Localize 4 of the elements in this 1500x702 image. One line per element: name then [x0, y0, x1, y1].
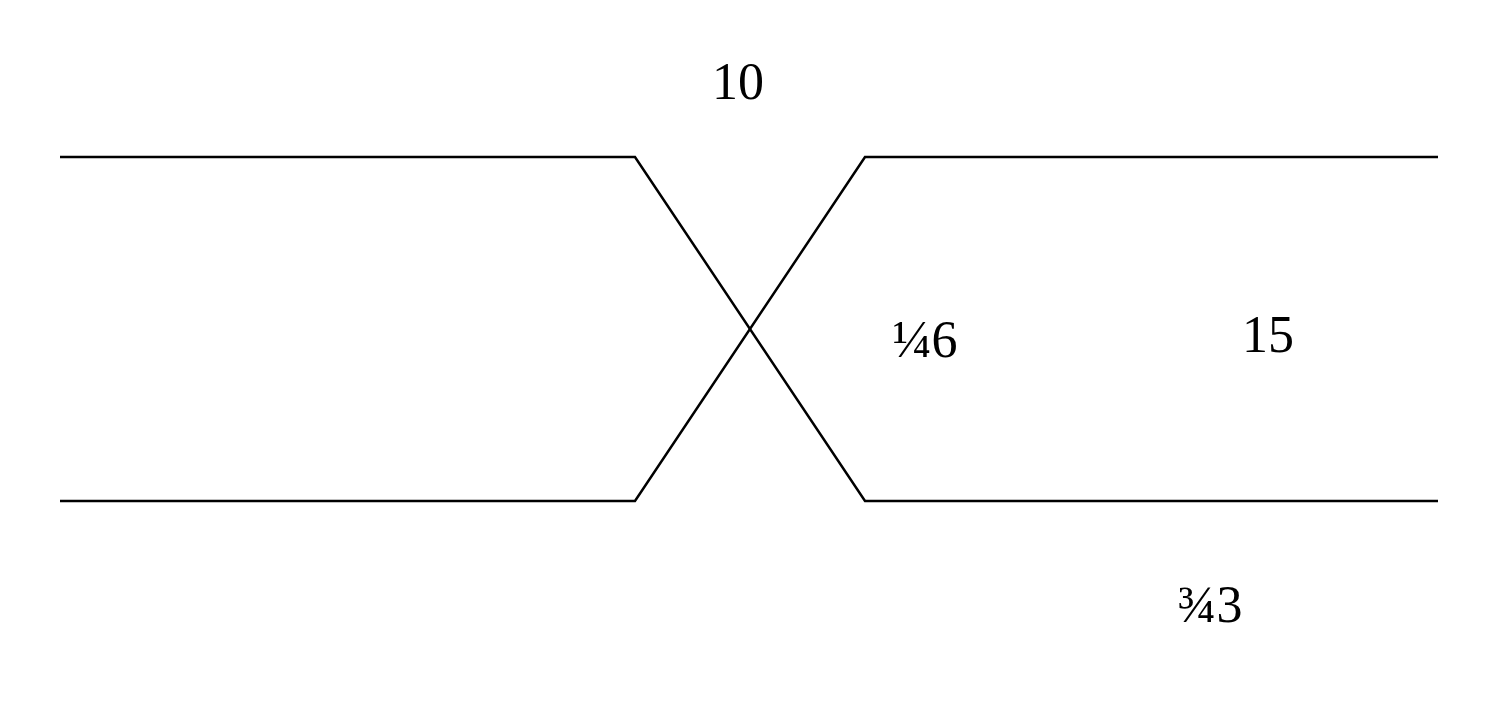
value-label: 15	[1242, 309, 1294, 361]
value-label: 10	[712, 56, 764, 108]
value-label: ¾3	[1177, 579, 1243, 631]
value-label: ¼6	[892, 314, 958, 366]
